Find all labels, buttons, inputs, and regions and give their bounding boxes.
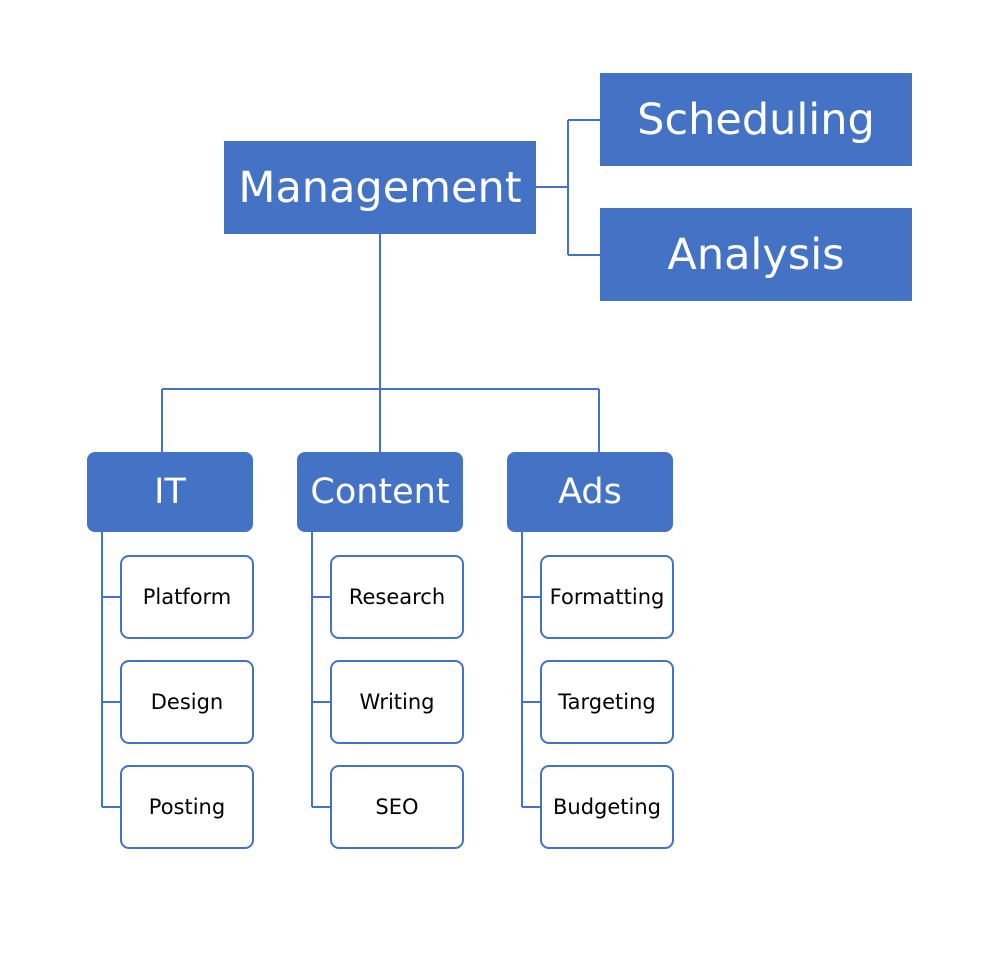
research-node: Research (330, 555, 464, 639)
platform-node: Platform (120, 555, 254, 639)
scheduling-node: Scheduling (600, 73, 912, 166)
it-node: IT (87, 452, 253, 532)
ads-node: Ads (507, 452, 673, 532)
design-node: Design (120, 660, 254, 744)
posting-node: Posting (120, 765, 254, 849)
management-node: Management (224, 141, 536, 234)
budgeting-node: Budgeting (540, 765, 674, 849)
analysis-node: Analysis (600, 208, 912, 301)
writing-node: Writing (330, 660, 464, 744)
targeting-node: Targeting (540, 660, 674, 744)
content-node: Content (297, 452, 463, 532)
formatting-node: Formatting (540, 555, 674, 639)
seo-node: SEO (330, 765, 464, 849)
